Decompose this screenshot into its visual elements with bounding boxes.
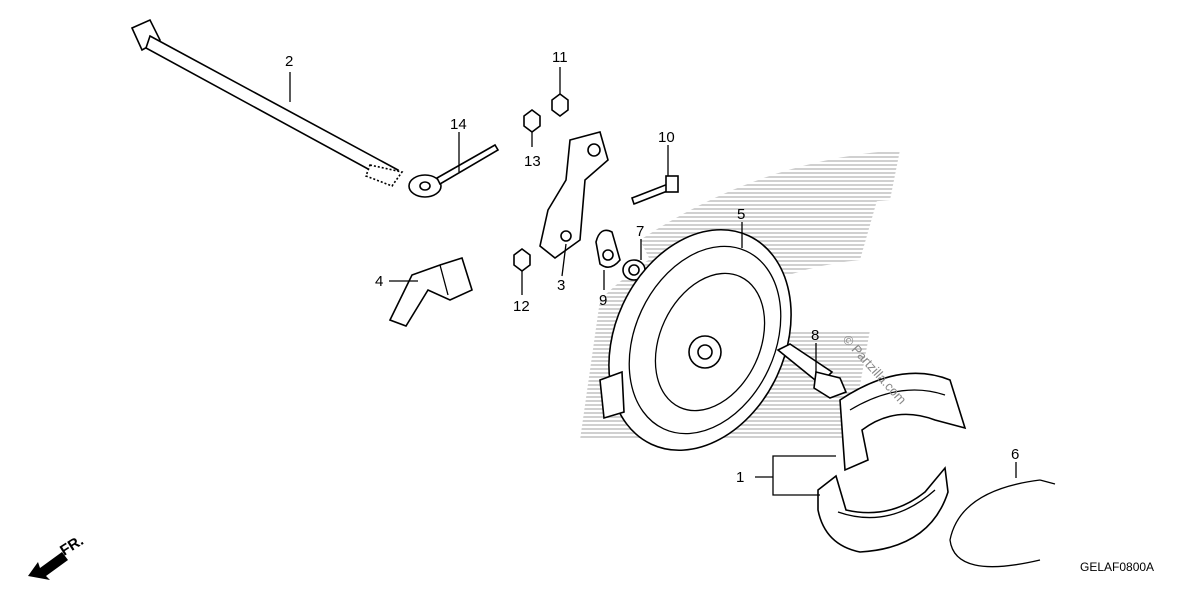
callout-14: 14 <box>450 116 467 133</box>
callout-6: 6 <box>1011 446 1019 463</box>
spring-clip-part <box>949 479 1056 568</box>
callout-4: 4 <box>375 273 383 290</box>
callout-labels: 1 2 3 4 5 6 7 8 9 10 11 12 13 14 <box>285 49 1019 486</box>
washer-plate-part <box>595 229 621 268</box>
axle-part <box>130 18 404 187</box>
nut-11-part <box>551 93 569 117</box>
leader-lines <box>289 67 1017 496</box>
bolt-10-part <box>631 175 679 206</box>
adjuster-bolt-part <box>408 143 500 198</box>
nut-12-part <box>513 248 531 272</box>
callout-13: 13 <box>524 153 541 170</box>
callout-5: 5 <box>737 206 745 223</box>
callout-7: 7 <box>636 223 644 240</box>
arrow-icon <box>28 552 68 580</box>
brake-shoe-lower-part <box>817 466 949 553</box>
nut-13-part <box>523 109 541 133</box>
callout-9: 9 <box>599 292 607 309</box>
brake-arm-part <box>388 256 473 327</box>
callout-10: 10 <box>658 129 675 146</box>
callout-2: 2 <box>285 53 293 70</box>
brake-panel-part <box>599 228 792 452</box>
callout-3: 3 <box>557 277 565 294</box>
callout-12: 12 <box>513 298 530 315</box>
seal-part <box>622 259 646 281</box>
brake-cam-part <box>776 343 848 399</box>
callout-8: 8 <box>811 327 819 344</box>
front-direction-indicator: FR. <box>28 532 87 580</box>
callout-11: 11 <box>552 49 568 66</box>
diagram-code: GELAF0800A <box>1080 560 1154 574</box>
callout-1: 1 <box>736 469 744 486</box>
brake-shoe-upper-part <box>839 372 967 472</box>
stopper-plate-part <box>539 131 609 260</box>
